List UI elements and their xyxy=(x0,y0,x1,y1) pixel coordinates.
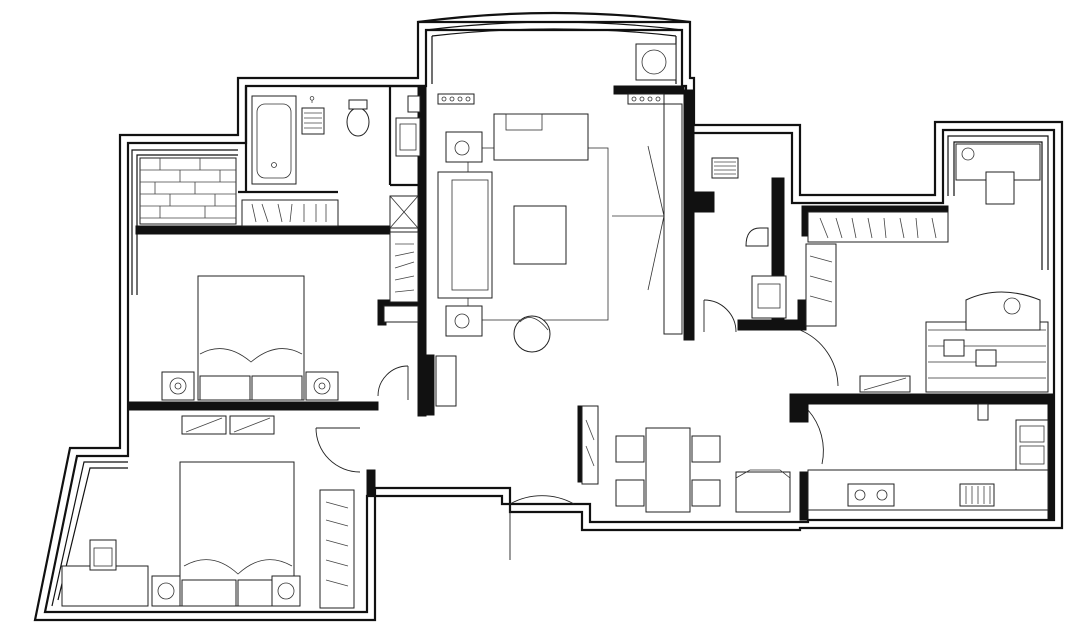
lounge-chair xyxy=(513,315,551,353)
dining-area xyxy=(509,405,824,560)
shower-grate xyxy=(301,107,325,135)
balcony-upper-left xyxy=(131,149,238,295)
nightstand xyxy=(161,371,195,401)
kitchen-sink xyxy=(1015,419,1049,471)
radiator xyxy=(627,93,665,105)
radiator xyxy=(437,93,475,105)
storage-box xyxy=(735,471,791,513)
cabinet xyxy=(581,405,599,485)
svg-text:⚲: ⚲ xyxy=(309,95,315,104)
chair xyxy=(985,171,1015,205)
dining-table xyxy=(645,427,691,513)
closet xyxy=(389,231,419,303)
kitchen-counter xyxy=(807,469,1049,511)
bathtub xyxy=(251,95,297,185)
kitchen xyxy=(807,403,1049,511)
chair xyxy=(691,435,721,463)
side-table xyxy=(445,131,483,163)
chair xyxy=(691,479,721,507)
armchair xyxy=(493,113,589,161)
toilet xyxy=(346,107,370,137)
balcony-left xyxy=(51,461,128,607)
shower-grate xyxy=(711,157,739,179)
chair xyxy=(615,479,645,507)
side-table xyxy=(445,305,483,337)
chair xyxy=(615,435,645,463)
wardrobe-1 xyxy=(241,199,339,227)
bathroom-sink xyxy=(751,275,787,319)
balcony-top xyxy=(417,11,691,84)
wardrobe-3b xyxy=(805,243,837,327)
bathroom-top-left: ⚲ xyxy=(251,95,421,185)
balcony-right xyxy=(947,135,1049,270)
sofa xyxy=(437,171,493,299)
range-hood-vent xyxy=(959,483,995,507)
wardrobe-3 xyxy=(807,211,949,243)
nightstand xyxy=(151,575,181,607)
nightstand xyxy=(271,575,301,607)
wardrobe-2 xyxy=(319,489,355,609)
bedroom-2 xyxy=(61,415,361,609)
toilet xyxy=(745,227,769,247)
stove xyxy=(847,483,895,507)
desk xyxy=(61,565,149,607)
nightstand xyxy=(305,371,339,401)
bathroom-middle xyxy=(703,157,787,333)
coffee-table xyxy=(513,205,567,265)
bedroom-3 xyxy=(799,143,1049,393)
bedroom-1 xyxy=(161,195,419,401)
balcony-decking xyxy=(139,157,237,225)
living-room xyxy=(435,43,683,407)
